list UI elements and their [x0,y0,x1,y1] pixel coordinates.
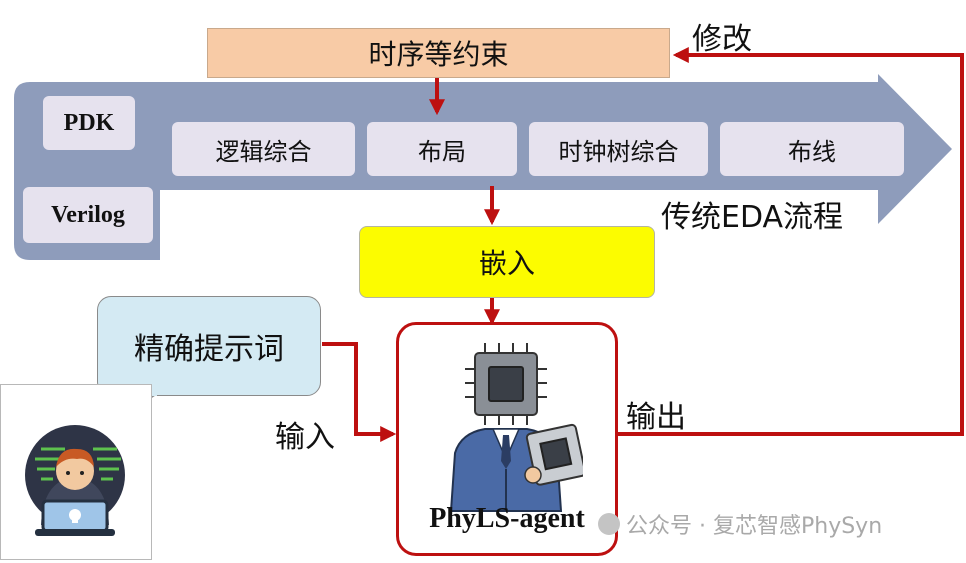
stage-label: 布局 [418,137,466,166]
input-arrow [322,342,397,442]
hacker-user-icon [25,425,125,536]
prompt-speech-bubble: 精确提示词 [97,296,321,396]
prompt-label: 精确提示词 [134,332,284,367]
stage-placement: 布局 [367,122,517,176]
embed-label: 嵌入 [478,247,535,280]
verilog-label: Verilog [51,201,125,228]
timing-constraints-label: 时序等约束 [368,38,509,71]
agent-box: PhyLS-agent [396,322,618,556]
robot-agent-icon [449,343,583,512]
agent-name: PhyLS-agent [429,503,585,534]
feedback-loop-arrow [614,47,964,436]
timing-constraints-box: 时序等约束 [207,28,670,78]
flow-label: 传统EDA流程 [661,200,844,235]
stage-routing: 布线 [720,122,904,176]
modify-label: 修改 [692,22,752,57]
wechat-icon [598,513,620,535]
stage-label: 布线 [788,137,836,166]
pdk-chip: PDK [43,96,135,150]
watermark-text: 公众号 · 复芯智感PhySyn [626,514,883,539]
pdk-label: PDK [63,109,115,136]
embed-box: 嵌入 [359,226,655,298]
stage-label: 逻辑综合 [215,137,312,166]
stage-logic-synthesis: 逻辑综合 [172,122,355,176]
stage-label: 时钟树综合 [558,137,679,166]
user-panel [0,384,152,560]
input-label: 输入 [275,420,335,455]
stage-clock-tree-synthesis: 时钟树综合 [529,122,708,176]
verilog-chip: Verilog [23,187,153,243]
watermark: 公众号 · 复芯智感PhySyn [598,508,882,540]
output-label: 输出 [626,400,686,435]
